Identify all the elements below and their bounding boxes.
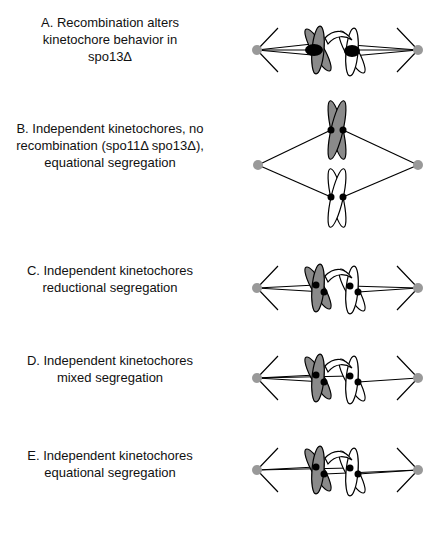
panel-label: A. Recombination alters kinetochore beha… [28,14,193,65]
panel-label: C. Independent kinetochores reductional … [10,262,210,296]
panel-label: B. Independent kinetochores, no recombin… [15,120,205,171]
panel-label: E. Independent kinetochores equational s… [10,447,210,481]
panel-label: D. Independent kinetochores mixed segreg… [10,352,210,386]
